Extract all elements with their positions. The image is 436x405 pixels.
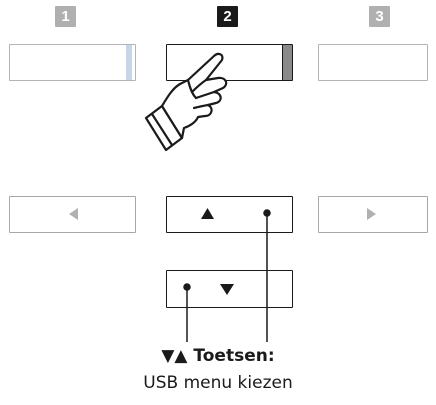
callout-lines <box>183 209 271 342</box>
panel-highlight <box>282 45 292 80</box>
step-3-panel <box>318 44 428 81</box>
left-button[interactable] <box>9 196 136 233</box>
step-2-panel[interactable] <box>166 44 293 81</box>
step-2-badge: 2 <box>217 6 238 27</box>
keys-title: ▼▲ Toetsen: <box>161 346 275 366</box>
step-3-badge: 3 <box>369 6 390 27</box>
step-1-badge: 1 <box>55 6 76 27</box>
left-triangle-icon <box>69 208 78 220</box>
keys-description: USB menu kiezen <box>143 373 293 393</box>
up-triangle-icon <box>201 208 214 219</box>
right-triangle-icon <box>367 208 376 220</box>
up-button[interactable] <box>166 196 293 233</box>
down-triangle-icon <box>220 284 234 295</box>
right-button[interactable] <box>318 196 428 233</box>
panel-highlight <box>126 45 132 80</box>
pressing-hand-icon <box>144 52 228 152</box>
step-1-panel <box>9 44 136 81</box>
